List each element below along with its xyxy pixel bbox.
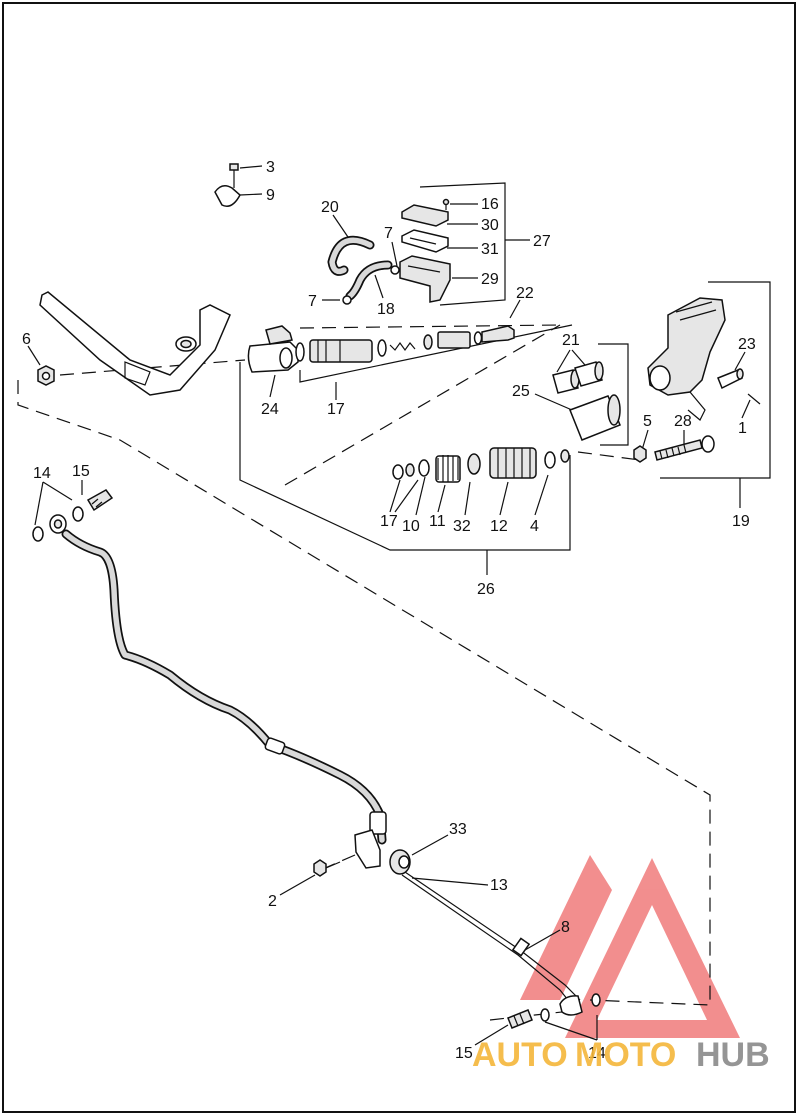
callout-15b: 15	[455, 1045, 473, 1062]
callout-10: 10	[402, 518, 420, 535]
callout-16: 16	[481, 196, 499, 213]
watermark-hub: HUB	[696, 1036, 770, 1074]
callout-24: 24	[261, 401, 279, 418]
callout-11: 11	[429, 513, 446, 530]
callout-8: 8	[561, 919, 570, 936]
callout-17a: 17	[327, 401, 345, 418]
frame-bracket	[39, 291, 231, 396]
callout-5: 5	[643, 413, 652, 430]
callout-6: 6	[22, 331, 31, 348]
callout-15a: 15	[72, 463, 90, 480]
watermark-auto: AUTO	[472, 1036, 568, 1074]
group-brackets	[239, 182, 771, 575]
watermark-text: AUTO MOTO HUB	[472, 1036, 770, 1074]
piston-assembly-17	[295, 331, 483, 363]
bushing-21a	[552, 369, 580, 394]
piston-12	[489, 447, 537, 479]
callout-25: 25	[512, 383, 530, 400]
pushrod-22	[481, 325, 515, 343]
callout-20: 20	[321, 199, 339, 216]
clip-7a	[390, 265, 400, 275]
callout-27: 27	[533, 233, 551, 250]
watermark-logo	[520, 855, 740, 1038]
screw-16	[442, 198, 450, 210]
banjo-fitting-top	[49, 514, 67, 534]
bushing-21b	[574, 361, 604, 387]
leader-lines	[27, 165, 751, 1046]
hose-20	[327, 235, 375, 276]
callout-7b: 7	[308, 293, 317, 310]
callout-4: 4	[530, 518, 539, 535]
callout-2: 2	[268, 893, 277, 910]
callout-22: 22	[516, 285, 534, 302]
washer-14a	[32, 526, 44, 542]
hydraulic-hose	[61, 529, 387, 845]
nut-6	[37, 365, 55, 386]
callout-labels: 3 9 20 16 30 31 27 7 29 7 18 22 6 21 23 …	[22, 159, 756, 1062]
pin-23	[717, 368, 744, 390]
callout-18: 18	[377, 301, 395, 318]
rebuild-kit-26	[392, 447, 570, 483]
clamp-9	[214, 185, 241, 207]
callout-13: 13	[490, 877, 508, 894]
cotter-pin-1	[747, 393, 761, 405]
reservoir-29	[399, 255, 451, 303]
callout-21: 21	[562, 332, 580, 349]
master-cylinder-24	[247, 325, 299, 373]
callout-23: 23	[738, 336, 756, 353]
reservoir-cap-30	[401, 204, 449, 227]
callout-31: 31	[481, 241, 499, 258]
screw-3	[229, 163, 239, 188]
spring-11	[435, 455, 461, 483]
callout-14b: 14	[588, 1045, 606, 1062]
clutch-pedal-19	[647, 297, 726, 421]
gasket-31	[401, 229, 449, 253]
slave-fitting	[507, 993, 601, 1029]
callout-28: 28	[674, 413, 692, 430]
clevis-28	[654, 435, 715, 461]
callout-9: 9	[266, 187, 275, 204]
washer-14b	[72, 506, 84, 522]
callout-14a: 14	[33, 465, 51, 482]
callout-12: 12	[490, 518, 508, 535]
junction-block-33	[354, 829, 411, 875]
callout-29: 29	[481, 271, 499, 288]
bolt-2	[313, 859, 341, 877]
clip-7b	[342, 295, 352, 305]
parts	[32, 163, 761, 1029]
bushing-25	[569, 394, 621, 441]
callout-19: 19	[732, 513, 750, 530]
banjo-bolt-15a	[86, 489, 114, 512]
callout-33: 33	[449, 821, 467, 838]
nut-5	[633, 445, 647, 463]
callout-7a: 7	[384, 225, 393, 242]
callout-32: 32	[453, 518, 471, 535]
callout-1: 1	[738, 420, 747, 437]
watermark-triangle-inner	[597, 905, 707, 1020]
callout-30: 30	[481, 217, 499, 234]
callout-3: 3	[266, 159, 275, 176]
callout-26: 26	[477, 581, 495, 598]
hose-18	[345, 260, 393, 301]
watermark-triangle-left	[520, 855, 612, 1000]
callout-17b: 17	[380, 513, 398, 530]
watermark-moto: MOTO	[575, 1036, 676, 1074]
